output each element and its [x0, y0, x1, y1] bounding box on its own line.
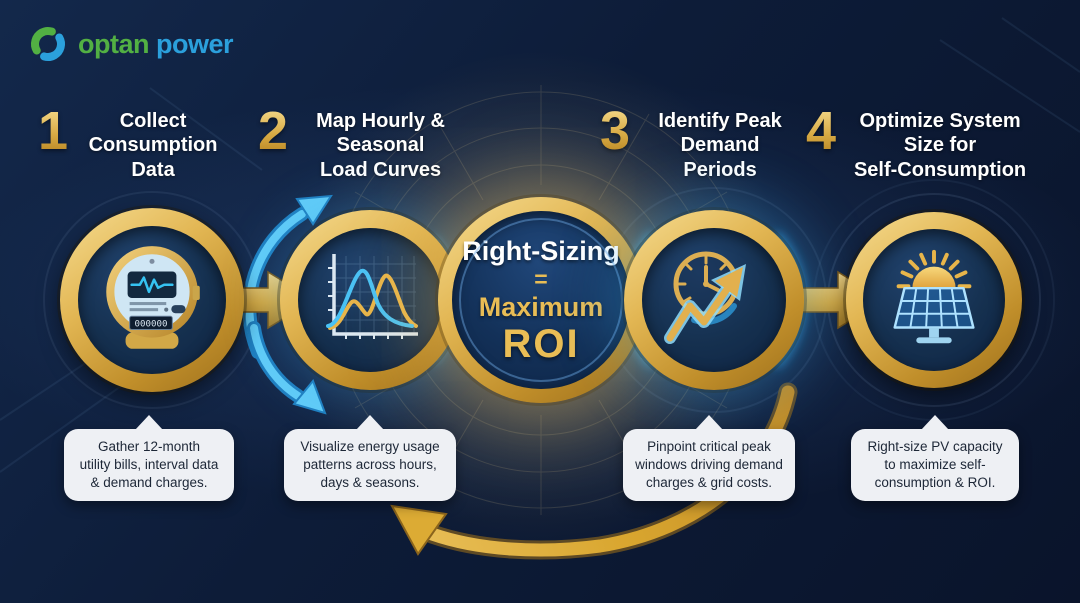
brand-name-secondary: power	[156, 28, 234, 59]
swirl-ring-icon	[30, 27, 65, 61]
step3-header: 3 Identify Peak Demand Periods	[600, 101, 800, 182]
step1-number: 1	[38, 101, 69, 161]
solar-panel-sun-icon	[893, 249, 975, 344]
step2-header: 2 Map Hourly & Seasonal Load Curves	[258, 101, 463, 182]
cycle-arrow-down-icon	[247, 321, 327, 415]
step2-number: 2	[258, 101, 289, 161]
center-badge-line1: Right-Sizing	[462, 236, 620, 266]
smart-meter-icon: 000000	[106, 246, 200, 349]
step4-callout: Right-size PV capacity to maximize self-…	[851, 414, 1019, 502]
step2-title: Map Hourly & Seasonal Load Curves	[316, 110, 445, 181]
load-curves-chart-icon	[326, 254, 418, 339]
step2-circle	[280, 210, 460, 390]
step3-callout: Pinpoint critical peak windows driving d…	[623, 414, 795, 502]
step4-circle	[846, 212, 1022, 388]
step1-header: 1 Collect Consumption Data	[38, 101, 228, 182]
step1-circle-inner: 000000	[78, 226, 226, 374]
step1-title: Collect Consumption Data	[88, 110, 218, 181]
step2-callout: Visualize energy usage patterns across h…	[284, 414, 456, 502]
step1-circle: 000000	[60, 208, 244, 392]
step4-title: Optimize System Size for Self-Consumptio…	[853, 110, 1027, 181]
step3-circle	[624, 210, 804, 390]
center-badge-circle: Right-Sizing = Maximum ROI	[438, 197, 644, 403]
center-badge-line2: Maximum	[478, 292, 604, 322]
center-badge-line3: ROI	[502, 322, 580, 366]
clock-trend-arrow-icon	[664, 251, 746, 344]
center-badge-equals: =	[534, 266, 548, 292]
step4-header: 4 Optimize System Size for Self-Consumpt…	[806, 101, 1034, 182]
step3-title: Identify Peak Demand Periods	[658, 110, 782, 181]
step4-number: 4	[806, 101, 837, 161]
step1-callout: Gather 12-month utility bills, interval …	[64, 414, 234, 502]
step2-circle-inner	[298, 228, 442, 372]
meter-display-value: 000000	[134, 319, 167, 329]
brand-name-primary: optan	[78, 28, 150, 59]
step4-circle-inner	[863, 229, 1005, 371]
step3-circle-inner	[642, 228, 786, 372]
step3-number: 3	[600, 101, 631, 161]
center-badge-inner: Right-Sizing = Maximum ROI	[452, 211, 630, 389]
